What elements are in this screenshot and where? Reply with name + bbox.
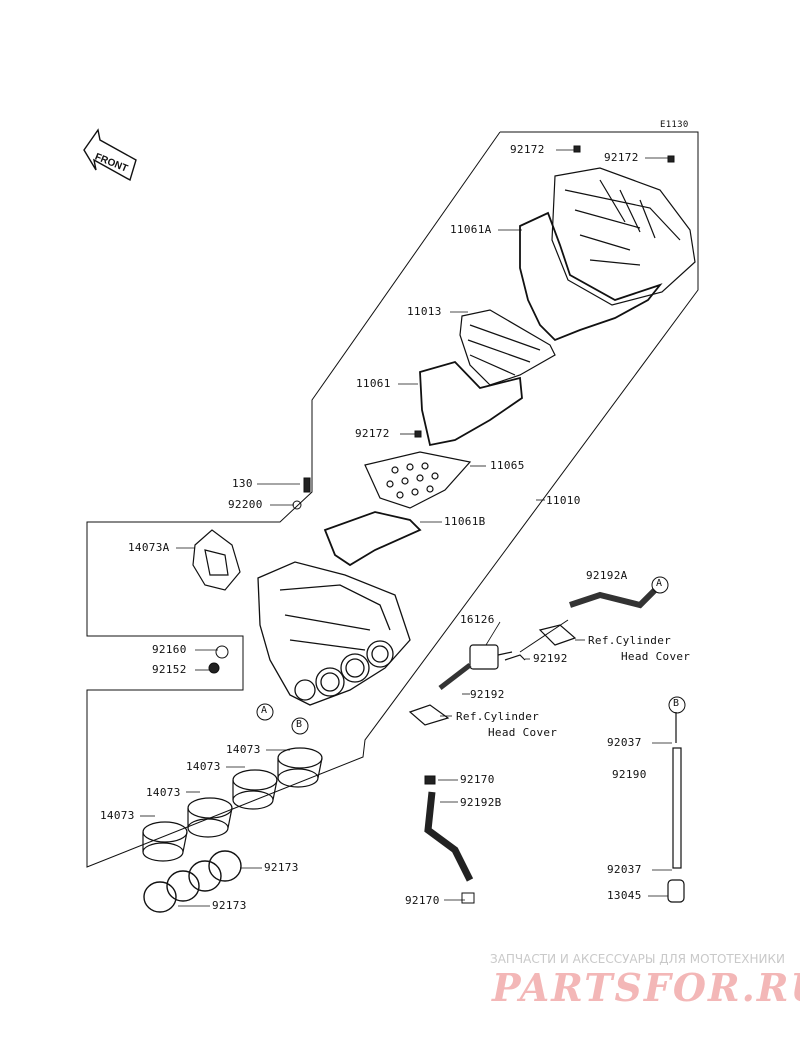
- plate-11065: [364, 451, 472, 509]
- leader-lines: [140, 149, 672, 907]
- callout-14073-4: 14073: [100, 809, 135, 822]
- callout-13045: 13045: [607, 889, 642, 902]
- callout-92192A: 92192A: [586, 569, 628, 582]
- fasteners: [208, 145, 675, 904]
- intake-funnels: [142, 747, 323, 862]
- watermark-tagline: ЗАПЧАСТИ И АКСЕССУАРЫ ДЛЯ МОТОТЕХНИКИ: [490, 952, 786, 966]
- clamps-92173: [143, 850, 242, 913]
- marker-a-circle: [256, 703, 274, 721]
- assembly-boundary-line: [86, 131, 699, 868]
- callout-ref-cylinder-2: Ref.Cylinder: [456, 710, 540, 723]
- air-filter-element: [459, 309, 556, 386]
- hose-92192B: [424, 791, 474, 882]
- callout-92170-top: 92170: [460, 773, 495, 786]
- front-arrow-icon: [83, 128, 137, 182]
- callout-16126: 16126: [460, 613, 495, 626]
- marker-b-label: B: [296, 719, 303, 730]
- callout-92037-bottom: 92037: [607, 863, 642, 876]
- marker-b-circle: [291, 717, 309, 735]
- callout-head-cover-2: Head Cover: [488, 726, 558, 739]
- callout-11061A: 11061A: [450, 223, 492, 236]
- drain-tube-92190: [667, 712, 685, 903]
- gasket-11061A: [519, 211, 663, 342]
- callout-14073-3: 14073: [146, 786, 181, 799]
- watermark-logo: PARTSFOR.RU: [492, 965, 800, 1010]
- callout-130: 130: [232, 477, 253, 490]
- callout-92170-bottom: 92170: [405, 894, 440, 907]
- marker-a-label-right: A: [656, 578, 663, 589]
- callout-92160: 92160: [152, 643, 187, 656]
- callout-92192B: 92192B: [460, 796, 502, 809]
- callout-92037-top: 92037: [607, 736, 642, 749]
- front-label: FRONT: [93, 152, 129, 175]
- callout-92192-b: 92192: [470, 688, 505, 701]
- callout-head-cover-1: Head Cover: [621, 650, 691, 663]
- cover-14073A: [192, 529, 241, 591]
- callout-92172-mid: 92172: [355, 427, 390, 440]
- callout-92172-top: 92172: [510, 143, 545, 156]
- callout-92173-right: 92173: [264, 861, 299, 874]
- callout-11065: 11065: [490, 459, 525, 472]
- gasket-11061B: [323, 511, 422, 567]
- diagram-code: E1130: [660, 120, 689, 130]
- callout-92152: 92152: [152, 663, 187, 676]
- marker-b-label-right: B: [673, 698, 680, 709]
- callout-11061: 11061: [356, 377, 391, 390]
- callout-92192-a: 92192: [533, 652, 568, 665]
- callout-14073A: 14073A: [128, 541, 170, 554]
- callout-14073-2: 14073: [186, 760, 221, 773]
- callout-11013: 11013: [407, 305, 442, 318]
- callout-92172-right: 92172: [604, 151, 639, 164]
- airbox-lower-housing: [257, 561, 411, 706]
- callout-11010: 11010: [546, 494, 581, 507]
- callout-92200: 92200: [228, 498, 263, 511]
- marker-a-label: A: [261, 705, 268, 716]
- callout-14073-1: 14073: [226, 743, 261, 756]
- gasket-11061: [419, 360, 523, 447]
- air-valve-16126: [408, 587, 658, 726]
- callout-92190: 92190: [612, 768, 647, 781]
- marker-b-circle-right: [668, 696, 686, 714]
- callout-11061B: 11061B: [444, 515, 486, 528]
- airbox-upper-cover: [551, 167, 696, 306]
- marker-a-circle-right: [651, 576, 669, 594]
- callout-92173-bottom: 92173: [212, 899, 247, 912]
- callout-ref-cylinder-1: Ref.Cylinder: [588, 634, 672, 647]
